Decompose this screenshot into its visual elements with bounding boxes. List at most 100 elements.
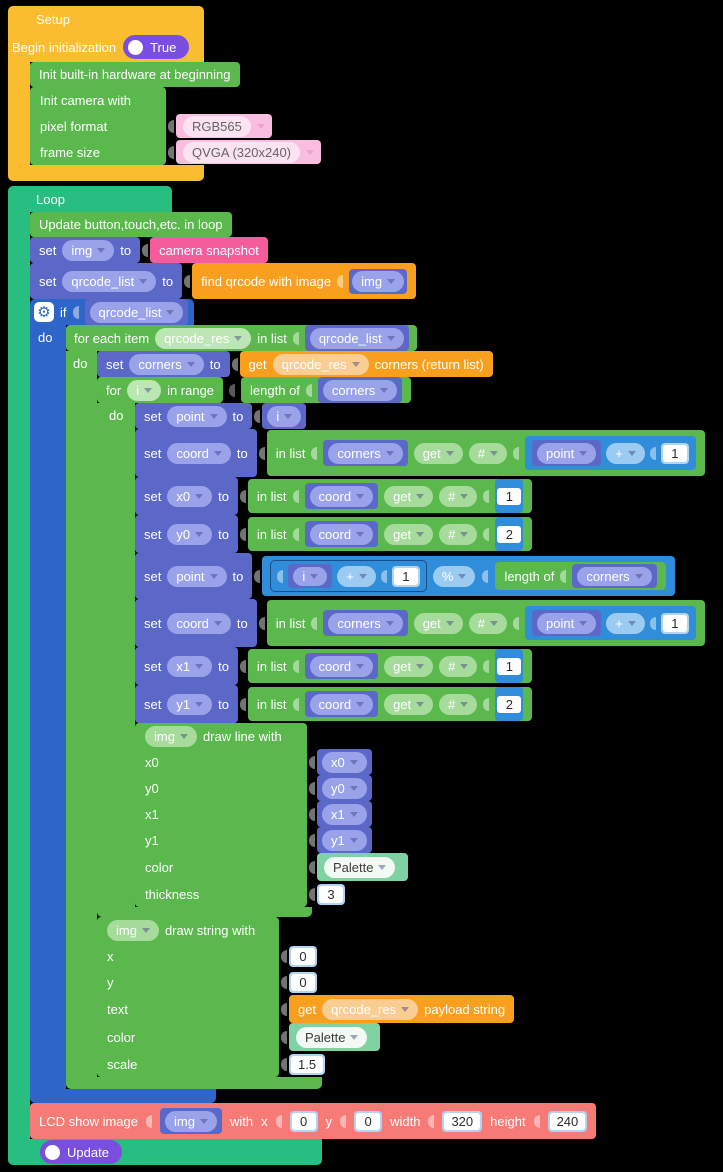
init-camera-block[interactable]: Init camera with pixel format RGB565 <box>30 87 321 165</box>
condition-variable-block[interactable]: qrcode_list <box>84 299 189 325</box>
list-get-block[interactable]: in list coord <box>247 649 533 683</box>
variable-dropdown[interactable]: corners <box>328 442 403 464</box>
number-block[interactable]: 0 <box>289 945 317 967</box>
variable-value-block[interactable]: coord <box>304 483 379 509</box>
for-each-block[interactable]: for each item qrcode_res in list qrcode_… <box>66 325 705 1089</box>
number-input[interactable]: 1 <box>497 487 522 505</box>
number-input[interactable]: 0 <box>291 947 315 965</box>
variable-dropdown[interactable]: i <box>267 405 302 427</box>
variable-dropdown[interactable]: corners <box>129 353 204 375</box>
variable-dropdown[interactable]: x0 <box>167 485 213 507</box>
variable-dropdown[interactable]: coord <box>309 693 374 715</box>
variable-value-block[interactable]: coord <box>304 691 379 717</box>
arithmetic-block[interactable]: i + <box>271 561 426 591</box>
variable-value-block[interactable]: corners <box>323 610 408 636</box>
index-mode-dropdown[interactable]: # <box>468 612 508 634</box>
setup-footer[interactable] <box>8 165 204 181</box>
get-mode-dropdown[interactable]: get <box>384 523 434 545</box>
loop-footer[interactable]: Update <box>8 1139 322 1165</box>
if-block[interactable]: ⚙ if qrcode_list do for <box>30 299 705 1103</box>
index-mode-dropdown[interactable]: # <box>439 693 478 715</box>
variable-dropdown[interactable]: qrcode_res <box>322 998 419 1020</box>
number-input[interactable]: 0 <box>291 1112 316 1130</box>
get-mode-dropdown[interactable]: get <box>384 485 434 507</box>
get-qrcode-corners-block[interactable]: get qrcode_res corners (return list) <box>239 351 493 377</box>
update-peripherals-block[interactable]: Update button,touch,etc. in loop <box>30 212 232 237</box>
variable-dropdown[interactable]: img <box>165 1110 217 1132</box>
length-of-block[interactable]: length of corners <box>241 377 412 403</box>
number-socket-block[interactable]: 1 <box>495 649 524 683</box>
draw-string-block[interactable]: img draw string with x 0 <box>97 917 515 1077</box>
index-mode-dropdown[interactable]: # <box>439 485 478 507</box>
set-variable-block[interactable]: set qrcode_list to <box>30 263 183 299</box>
list-get-block[interactable]: in list coord <box>247 479 533 513</box>
setup-header[interactable]: Setup Begin initialization True <box>8 6 204 62</box>
number-input[interactable]: 1.5 <box>291 1055 324 1073</box>
modulo-block[interactable]: i + <box>262 556 675 596</box>
number-block[interactable]: 0 <box>354 1110 383 1132</box>
variable-dropdown[interactable]: corners <box>322 379 398 401</box>
set-variable-block[interactable]: set point to <box>135 553 253 599</box>
number-input[interactable]: 2 <box>497 525 522 543</box>
set-variable-block[interactable]: set img to <box>30 237 141 263</box>
number-block[interactable]: 1 <box>660 442 689 464</box>
palette-color-block[interactable]: Palette <box>289 1023 381 1051</box>
variable-value-block[interactable]: corners <box>317 377 403 403</box>
number-block[interactable]: 1 <box>660 612 689 634</box>
variable-value-block[interactable]: i <box>288 564 333 588</box>
length-of-block[interactable]: length of corners <box>495 562 666 590</box>
loop-variable-dropdown[interactable]: i <box>127 379 162 401</box>
variable-value-block[interactable]: point <box>532 610 602 636</box>
update-toggle[interactable]: Update <box>40 1140 122 1164</box>
number-socket-block[interactable]: 2 <box>495 687 524 721</box>
variable-dropdown[interactable]: qrcode_list <box>89 301 184 323</box>
pixel-format-dropdown-block[interactable]: RGB565 <box>176 114 272 138</box>
variable-dropdown[interactable]: point <box>537 442 597 464</box>
operator-dropdown[interactable]: + <box>606 442 645 464</box>
set-variable-block[interactable]: set corners to <box>97 351 230 377</box>
set-variable-block[interactable]: set coord to <box>135 429 257 477</box>
variable-value-block[interactable]: y0 <box>317 775 372 801</box>
variable-dropdown[interactable]: x1 <box>322 803 367 825</box>
variable-dropdown[interactable]: coord <box>167 442 231 464</box>
image-dropdown[interactable]: img <box>145 725 197 747</box>
gear-icon[interactable]: ⚙ <box>34 302 54 322</box>
index-mode-dropdown[interactable]: # <box>468 442 508 464</box>
number-input[interactable]: 3 <box>319 885 343 903</box>
lcd-show-image-block[interactable]: LCD show image img with x 0 y <box>30 1103 597 1139</box>
variable-value-block[interactable]: img <box>349 268 408 294</box>
variable-dropdown[interactable]: img <box>352 270 405 292</box>
list-variable-block[interactable]: qrcode_list <box>304 325 409 351</box>
number-block[interactable]: 0 <box>289 1110 318 1132</box>
setup-block[interactable]: Setup Begin initialization True Init bui… <box>8 6 321 181</box>
number-input[interactable]: 2 <box>497 695 522 713</box>
variable-dropdown[interactable]: y0 <box>322 777 367 799</box>
for-range-footer[interactable] <box>97 907 312 917</box>
for-each-footer[interactable] <box>66 1077 322 1089</box>
variable-dropdown[interactable]: coord <box>309 523 374 545</box>
variable-dropdown[interactable]: y1 <box>322 829 367 851</box>
palette-color-block[interactable]: Palette <box>317 853 409 881</box>
variable-dropdown[interactable]: y1 <box>167 693 213 715</box>
number-input[interactable]: 320 <box>444 1112 481 1130</box>
variable-dropdown[interactable]: coord <box>309 655 374 677</box>
number-block[interactable]: 1.5 <box>289 1053 326 1075</box>
number-block[interactable]: 240 <box>547 1110 588 1132</box>
get-mode-dropdown[interactable]: get <box>384 655 434 677</box>
variable-value-block[interactable]: corners <box>323 440 408 466</box>
arithmetic-block[interactable]: point + <box>525 606 696 640</box>
number-input[interactable]: 1 <box>497 657 522 675</box>
set-variable-block[interactable]: set x0 to <box>135 477 238 515</box>
variable-dropdown[interactable]: img <box>62 239 115 261</box>
variable-dropdown[interactable]: qrcode_list <box>309 327 404 349</box>
variable-dropdown[interactable]: x0 <box>322 751 367 773</box>
variable-dropdown[interactable]: y0 <box>167 523 213 545</box>
number-input[interactable]: 1 <box>393 567 418 585</box>
variable-value-block[interactable]: y1 <box>317 827 372 853</box>
number-input[interactable]: 1 <box>662 614 687 632</box>
number-block[interactable]: 1 <box>391 565 420 587</box>
number-socket-block[interactable]: 1 <box>495 479 524 513</box>
find-qrcode-block[interactable]: find qrcode with image img <box>192 263 417 299</box>
for-range-block[interactable]: for i in range l <box>97 377 705 917</box>
variable-value-block[interactable]: img <box>160 1108 222 1134</box>
